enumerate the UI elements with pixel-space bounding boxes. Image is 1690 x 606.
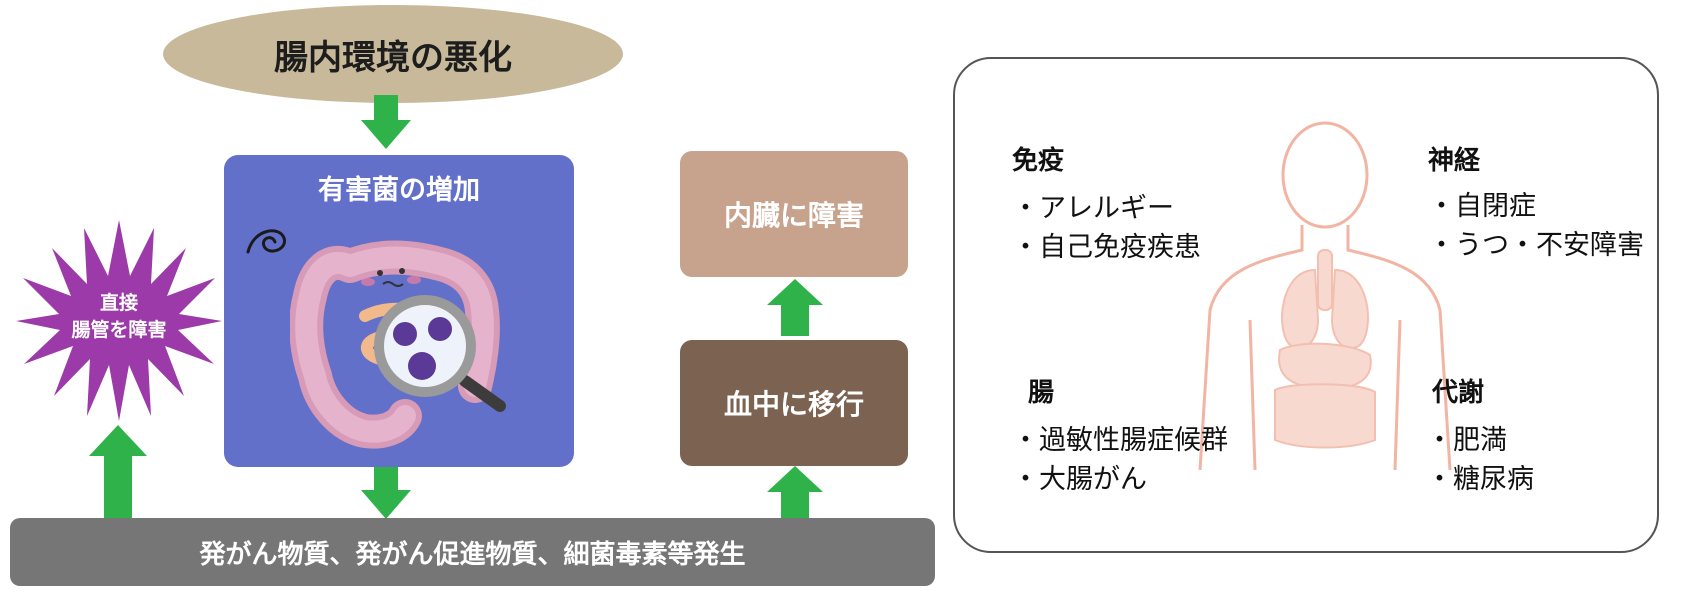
direct-damage-text: 直接 腸管を障害 <box>14 290 224 344</box>
direct-line2: 腸管を障害 <box>71 319 167 341</box>
category-nerve: 神経 ・自閉症 ・うつ・不安障害 <box>1428 140 1644 265</box>
category-nerve-heading: 神経 <box>1428 146 1481 176</box>
category-gut: 腸 ・過敏性腸症候群 ・大腸がん <box>1012 372 1228 499</box>
intestine-icon <box>290 240 506 449</box>
category-gut-heading: 腸 <box>1028 378 1055 408</box>
deterioration-label: 腸内環境の悪化 <box>274 37 512 78</box>
blood-transfer-box: 血中に移行 <box>680 340 908 466</box>
arrow-up-star-icon <box>89 425 147 518</box>
carcinogen-bar: 発がん物質、発がん促進物質、細菌毒素等発生 <box>10 518 935 586</box>
organ-damage-box: 内臓に障害 <box>680 151 908 277</box>
starburst-icon <box>16 220 222 421</box>
category-metabolism-heading: 代謝 <box>1432 378 1485 408</box>
magnifier-handle <box>459 375 506 412</box>
blood-transfer-label: 血中に移行 <box>723 388 864 421</box>
human-body-icon <box>1198 121 1452 470</box>
bacteria-title: 有害菌の増加 <box>318 175 480 206</box>
bacteria-icon <box>393 317 452 380</box>
direct-line1: 直接 <box>99 292 138 314</box>
list-item: ・糖尿病 <box>1426 464 1534 495</box>
list-item: ・過敏性腸症候群 <box>1012 425 1228 456</box>
carcinogen-label: 発がん物質、発がん促進物質、細菌毒素等発生 <box>199 539 746 570</box>
arrow-up-blood-icon <box>767 466 823 518</box>
dizzy-swirl-icon <box>246 229 286 254</box>
arrow-down-top-icon <box>361 95 411 149</box>
arrow-down-bottom-icon <box>361 467 411 519</box>
organ-damage-label: 内臓に障害 <box>723 199 864 232</box>
category-immunity-heading: 免疫 <box>1012 146 1065 176</box>
list-item: ・自己免疫疾患 <box>1012 232 1201 263</box>
arrow-up-organ-icon <box>767 279 823 336</box>
deterioration-ellipse: 腸内環境の悪化 <box>163 5 623 103</box>
list-item: ・大腸がん <box>1012 464 1147 495</box>
list-item: ・肥満 <box>1426 425 1507 456</box>
category-immunity: 免疫 ・アレルギー ・自己免疫疾患 <box>1012 140 1201 267</box>
list-item: ・自閉症 <box>1428 191 1536 222</box>
list-item: ・うつ・不安障害 <box>1428 230 1644 261</box>
category-metabolism: 代謝 ・肥満 ・糖尿病 <box>1426 372 1534 499</box>
list-item: ・アレルギー <box>1012 193 1174 224</box>
